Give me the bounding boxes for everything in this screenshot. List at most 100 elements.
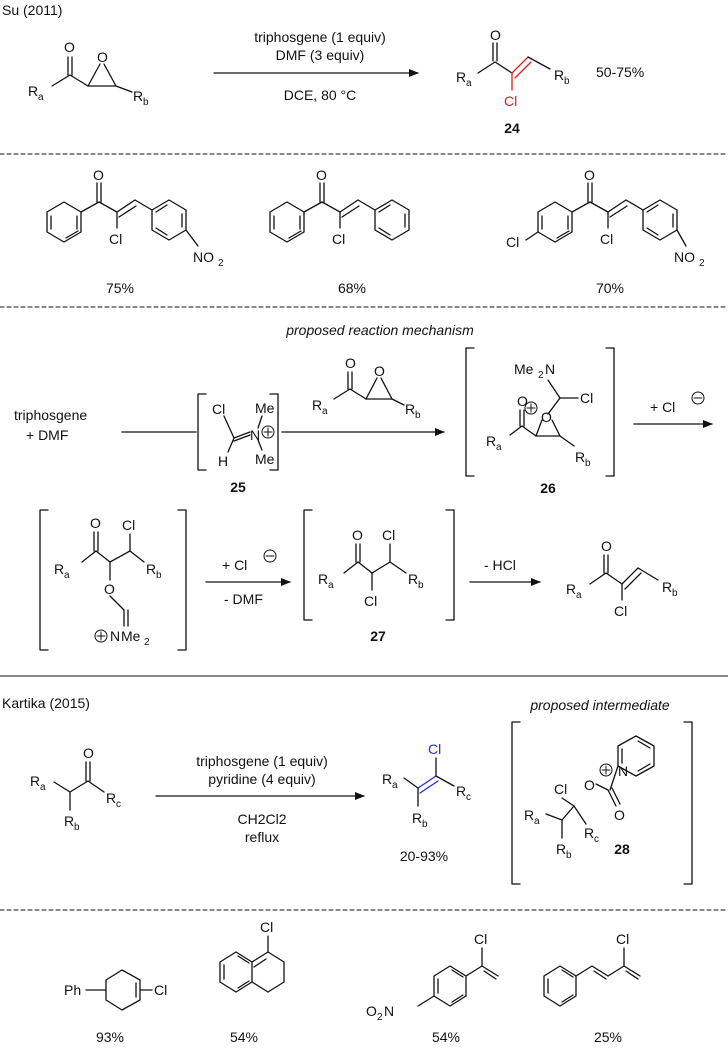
atom-cl-aryl: Cl [506,234,519,250]
atom-cl-red: Cl [504,93,517,109]
atom-no2: NO [193,249,214,265]
conditions-reflux: reflux [245,829,279,845]
atom-rc: R [106,790,116,806]
atom-o-ether: O [104,581,115,597]
yield-example-4: 93% [96,1029,124,1045]
atom-ra: R [312,397,322,413]
atom-rb: R [554,67,564,83]
atom-o: O [490,27,501,43]
atom-rb: R [133,88,143,104]
sub-2: 2 [377,1012,383,1023]
atom-rb: R [575,449,585,465]
atom-cl: Cl [109,231,122,247]
compound-label-24: 24 [504,120,520,136]
atom-ra: R [54,561,64,577]
atom-o-ester: O [584,777,595,793]
atom-n-pyridinium: N [618,763,628,779]
atom-ra: R [28,83,38,99]
atom-rb: R [556,841,566,857]
atom-o: O [83,745,94,761]
vinyl-chloride-product: Cl R a R c R b [382,741,471,830]
atom-o: O [93,167,104,183]
atom-rb: R [146,561,156,577]
reagent-pyridine: pyridine (4 equiv) [208,771,315,787]
sub-c: c [466,792,471,803]
intermediate-28: N O O Cl R c R a R b 28 [511,721,693,885]
epoxyketone-over-arrow: O O R a R b [312,355,421,421]
atom-ra: R [524,807,534,823]
atom-cl: Cl [474,931,487,947]
atom-cl: Cl [260,919,273,935]
atom-cl: Cl [332,231,345,247]
example-cyclohexenyl-chloride: Ph Cl 93% [64,969,167,1045]
sub-2: 2 [218,258,224,269]
sub-a: a [38,92,44,103]
example-dihydronaphthalene: Cl 54% [219,919,285,1045]
sub-b: b [418,580,424,591]
sub-a: a [322,406,328,417]
yield-example-6: 54% [432,1029,460,1045]
atom-rc: R [584,825,594,841]
sub-a: a [576,590,582,601]
chloroenone-product: O R a R b Cl [566,538,678,619]
sub-a: a [392,780,398,791]
compound-label-26: 26 [540,480,556,496]
atom-ra: R [456,69,466,85]
minus-charge [691,391,705,405]
atom-o2: O [366,1003,377,1019]
atom-rb: R [405,401,415,417]
step-minus-hcl: - HCl [484,557,516,573]
sub-b: b [564,76,570,87]
atom-rc: R [456,783,466,799]
reagent-triphosgene: triphosgene (1 equiv) [196,753,328,769]
sub-2: 2 [144,637,150,648]
sub-c: c [594,834,599,845]
atom-n: N [250,427,260,443]
atom-rb: R [412,810,422,826]
atom-ra: R [382,771,392,787]
intermediate-title: proposed intermediate [529,697,670,713]
atom-me: Me [121,628,141,644]
atom-o-carbonyl: O [614,807,625,823]
atom-me2n: Me [514,361,534,377]
yield-example-5: 54% [230,1029,258,1045]
start-triphosgene: triphosgene [14,407,87,423]
example-nitrostyrene-chloride: Cl O 2 N 54% [366,931,499,1045]
conditions-dce: DCE, 80 °C [284,87,357,103]
atom-cl-blue: Cl [428,741,441,757]
atom-o-epoxide: O [97,49,108,65]
kartika-citation: Kartika (2015) [2,695,90,711]
atom-cl: Cl [212,401,225,417]
sub-b: b [422,819,428,830]
vilsmeier-reagent-25: Cl H N Me Me 25 [197,393,279,495]
plus-charge [261,425,275,439]
atom-cl-alpha: Cl [364,593,377,609]
compound-label-27: 27 [370,628,386,644]
sub-c: c [116,799,121,810]
atom-o-oxonium: O [541,409,552,425]
atom-o: O [345,355,356,371]
yield-example-3: 70% [596,280,624,296]
sub-b: b [415,410,421,421]
sub-2: 2 [538,370,544,381]
yield-range: 50-75% [596,64,644,80]
sub-a: a [496,442,502,453]
atom-cl: Cl [554,781,567,797]
yield-example-1: 75% [106,280,134,296]
sub-b: b [585,458,591,469]
sub-b: b [156,570,162,581]
atom-rb: R [408,571,418,587]
sub-b: b [143,97,149,108]
sub-b: b [566,850,572,861]
example-3: O Cl Cl NO 2 70% [506,167,705,296]
atom-n: N [110,628,120,644]
atom-o: O [64,39,75,55]
plus-charge [94,629,108,643]
atom-cl: Cl [580,390,593,406]
sub-b: b [74,822,80,833]
minus-charge [263,549,277,563]
atom-cl: Cl [600,231,613,247]
epoxyketone-reactant: O O R a R b [28,39,149,108]
atom-me: Me [255,451,275,467]
